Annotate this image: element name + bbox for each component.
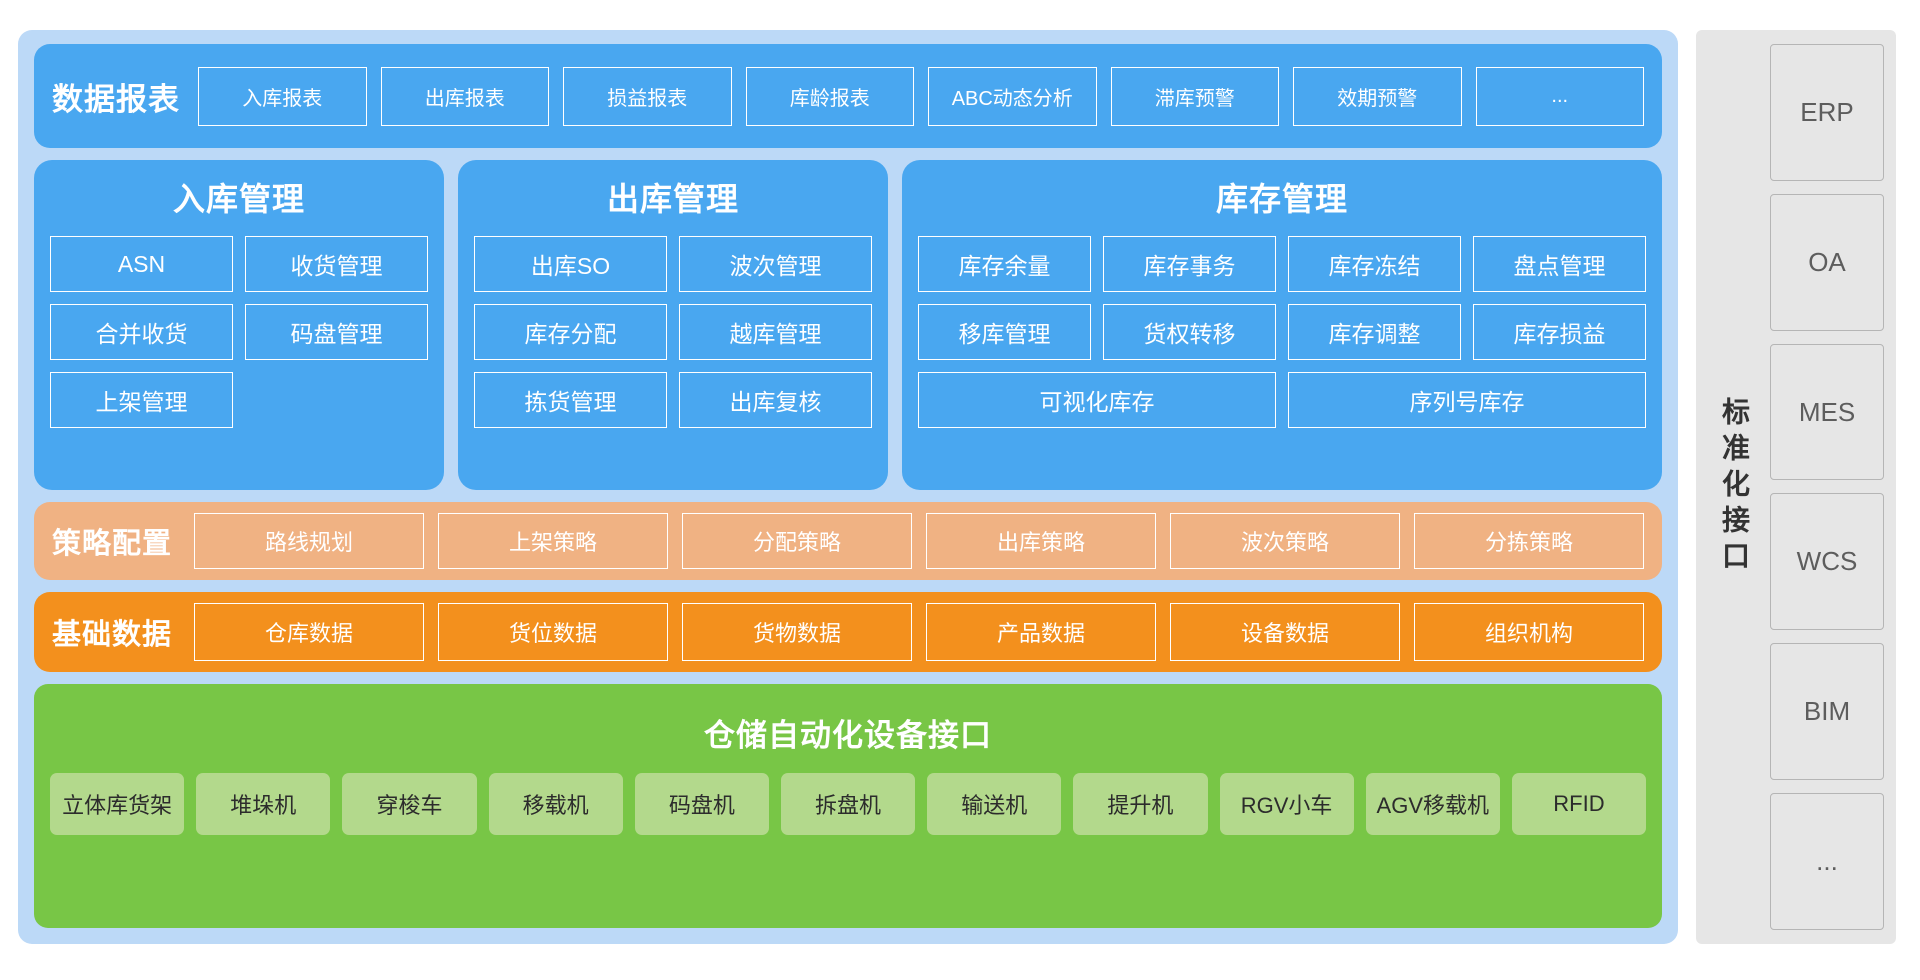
standard-interface-panel: 标准化接口 ERP OA MES WCS BIM ... bbox=[1696, 30, 1896, 944]
inventory-item[interactable]: 库存事务 bbox=[1103, 236, 1276, 292]
outbound-item[interactable]: 波次管理 bbox=[679, 236, 872, 292]
outbound-item[interactable]: 越库管理 bbox=[679, 304, 872, 360]
inventory-management-title: 库存管理 bbox=[1215, 181, 1348, 217]
data-reports-title: 数据报表 bbox=[52, 81, 180, 117]
outbound-item[interactable]: 出库复核 bbox=[679, 372, 872, 428]
inbound-item[interactable]: ASN bbox=[50, 236, 233, 292]
base-data-item[interactable]: 货物数据 bbox=[682, 603, 913, 661]
base-data-item[interactable]: 设备数据 bbox=[1170, 603, 1401, 661]
inbound-management-card: 入库管理 ASN 收货管理 合并收货 码盘管理 上架管理 bbox=[34, 160, 444, 490]
strategy-item[interactable]: 波次策略 bbox=[1170, 513, 1401, 569]
inbound-item[interactable]: 上架管理 bbox=[50, 372, 233, 428]
base-data-item[interactable]: 货位数据 bbox=[438, 603, 669, 661]
equipment-item[interactable]: 提升机 bbox=[1073, 773, 1208, 835]
base-data-item[interactable]: 仓库数据 bbox=[194, 603, 425, 661]
strategy-config-items: 路线规划 上架策略 分配策略 出库策略 波次策略 分拣策略 bbox=[194, 513, 1645, 569]
equipment-item[interactable]: 移载机 bbox=[488, 773, 623, 835]
outbound-item[interactable]: 出库SO bbox=[474, 236, 667, 292]
interface-item-more[interactable]: ... bbox=[1770, 793, 1884, 930]
equipment-item[interactable]: 堆垛机 bbox=[196, 773, 331, 835]
inbound-management-title: 入库管理 bbox=[172, 181, 305, 217]
interface-item-oa[interactable]: OA bbox=[1770, 193, 1884, 331]
outbound-management-items: 出库SO 波次管理 库存分配 越库管理 拣货管理 出库复核 bbox=[474, 236, 872, 474]
inventory-item[interactable]: 库存调整 bbox=[1288, 304, 1461, 360]
inventory-item[interactable]: 库存损益 bbox=[1473, 304, 1646, 360]
base-data-title: 基础数据 bbox=[52, 619, 173, 651]
report-item[interactable]: ABC动态分析 bbox=[928, 66, 1097, 126]
strategy-config-title: 策略配置 bbox=[52, 528, 173, 560]
standard-interface-label: 标准化接口 bbox=[1719, 397, 1750, 577]
report-item[interactable]: 效期预警 bbox=[1293, 66, 1462, 126]
base-data-item[interactable]: 组织机构 bbox=[1414, 603, 1645, 661]
equipment-interface-band: 仓储自动化设备接口 立体库货架 堆垛机 穿梭车 移载机 码盘机 拆盘机 输送机 … bbox=[34, 684, 1662, 928]
outbound-item[interactable]: 库存分配 bbox=[474, 304, 667, 360]
inventory-management-card: 库存管理 库存余量 库存事务 库存冻结 盘点管理 移库管理 货权转移 库存调整 … bbox=[902, 160, 1662, 490]
strategy-item[interactable]: 路线规划 bbox=[194, 513, 425, 569]
report-item-more[interactable]: ... bbox=[1475, 66, 1644, 126]
inbound-item-placeholder bbox=[245, 372, 428, 428]
standard-interface-items: ERP OA MES WCS BIM ... bbox=[1770, 44, 1884, 930]
equipment-interface-title: 仓储自动化设备接口 bbox=[704, 718, 992, 753]
report-item[interactable]: 入库报表 bbox=[198, 66, 367, 126]
equipment-item[interactable]: 立体库货架 bbox=[50, 773, 185, 835]
report-item[interactable]: 出库报表 bbox=[380, 66, 549, 126]
equipment-item[interactable]: 拆盘机 bbox=[780, 773, 916, 835]
report-item[interactable]: 损益报表 bbox=[563, 66, 732, 126]
equipment-item[interactable]: AGV移载机 bbox=[1365, 773, 1500, 835]
interface-item-mes[interactable]: MES bbox=[1770, 343, 1884, 481]
strategy-item[interactable]: 上架策略 bbox=[438, 513, 669, 569]
inventory-item-wide[interactable]: 可视化库存 bbox=[918, 372, 1276, 428]
strategy-config-band: 策略配置 路线规划 上架策略 分配策略 出库策略 波次策略 分拣策略 bbox=[34, 502, 1662, 580]
inventory-item[interactable]: 库存余量 bbox=[918, 236, 1091, 292]
report-item[interactable]: 滞库预警 bbox=[1110, 66, 1279, 126]
outbound-item[interactable]: 拣货管理 bbox=[474, 372, 667, 428]
equipment-item[interactable]: 码盘机 bbox=[634, 773, 769, 835]
interface-item-wcs[interactable]: WCS bbox=[1770, 493, 1884, 631]
inbound-management-items: ASN 收货管理 合并收货 码盘管理 上架管理 bbox=[50, 236, 428, 474]
equipment-interface-items: 立体库货架 堆垛机 穿梭车 移载机 码盘机 拆盘机 输送机 提升机 RGV小车 … bbox=[50, 773, 1647, 835]
inventory-item[interactable]: 盘点管理 bbox=[1473, 236, 1646, 292]
strategy-item[interactable]: 分配策略 bbox=[682, 513, 913, 569]
interface-item-erp[interactable]: ERP bbox=[1770, 44, 1884, 181]
report-item[interactable]: 库龄报表 bbox=[745, 66, 914, 126]
inventory-item[interactable]: 库存冻结 bbox=[1288, 236, 1461, 292]
inbound-item[interactable]: 码盘管理 bbox=[245, 304, 428, 360]
management-columns: 入库管理 ASN 收货管理 合并收货 码盘管理 上架管理 出库管理 出库SO 波… bbox=[34, 160, 1662, 490]
equipment-item[interactable]: RFID bbox=[1511, 773, 1647, 835]
base-data-item[interactable]: 产品数据 bbox=[926, 603, 1157, 661]
data-reports-band: 数据报表 入库报表 出库报表 损益报表 库龄报表 ABC动态分析 滞库预警 效期… bbox=[34, 44, 1662, 148]
inbound-item[interactable]: 收货管理 bbox=[245, 236, 428, 292]
base-data-band: 基础数据 仓库数据 货位数据 货物数据 产品数据 设备数据 组织机构 bbox=[34, 592, 1662, 672]
inventory-item-wide[interactable]: 序列号库存 bbox=[1288, 372, 1646, 428]
strategy-item[interactable]: 分拣策略 bbox=[1414, 513, 1645, 569]
inventory-item[interactable]: 货权转移 bbox=[1103, 304, 1276, 360]
inventory-item[interactable]: 移库管理 bbox=[918, 304, 1091, 360]
wms-main-panel: 数据报表 入库报表 出库报表 损益报表 库龄报表 ABC动态分析 滞库预警 效期… bbox=[18, 30, 1678, 944]
interface-item-bim[interactable]: BIM bbox=[1770, 643, 1884, 781]
outbound-management-title: 出库管理 bbox=[606, 181, 739, 217]
data-reports-items: 入库报表 出库报表 损益报表 库龄报表 ABC动态分析 滞库预警 效期预警 ..… bbox=[198, 66, 1644, 126]
inbound-item[interactable]: 合并收货 bbox=[50, 304, 233, 360]
equipment-item[interactable]: 穿梭车 bbox=[342, 773, 477, 835]
outbound-management-card: 出库管理 出库SO 波次管理 库存分配 越库管理 拣货管理 出库复核 bbox=[458, 160, 888, 490]
equipment-item[interactable]: 输送机 bbox=[927, 773, 1062, 835]
base-data-items: 仓库数据 货位数据 货物数据 产品数据 设备数据 组织机构 bbox=[194, 603, 1645, 661]
inventory-management-items: 库存余量 库存事务 库存冻结 盘点管理 移库管理 货权转移 库存调整 库存损益 … bbox=[918, 236, 1646, 474]
strategy-item[interactable]: 出库策略 bbox=[926, 513, 1157, 569]
equipment-item[interactable]: RGV小车 bbox=[1219, 773, 1354, 835]
